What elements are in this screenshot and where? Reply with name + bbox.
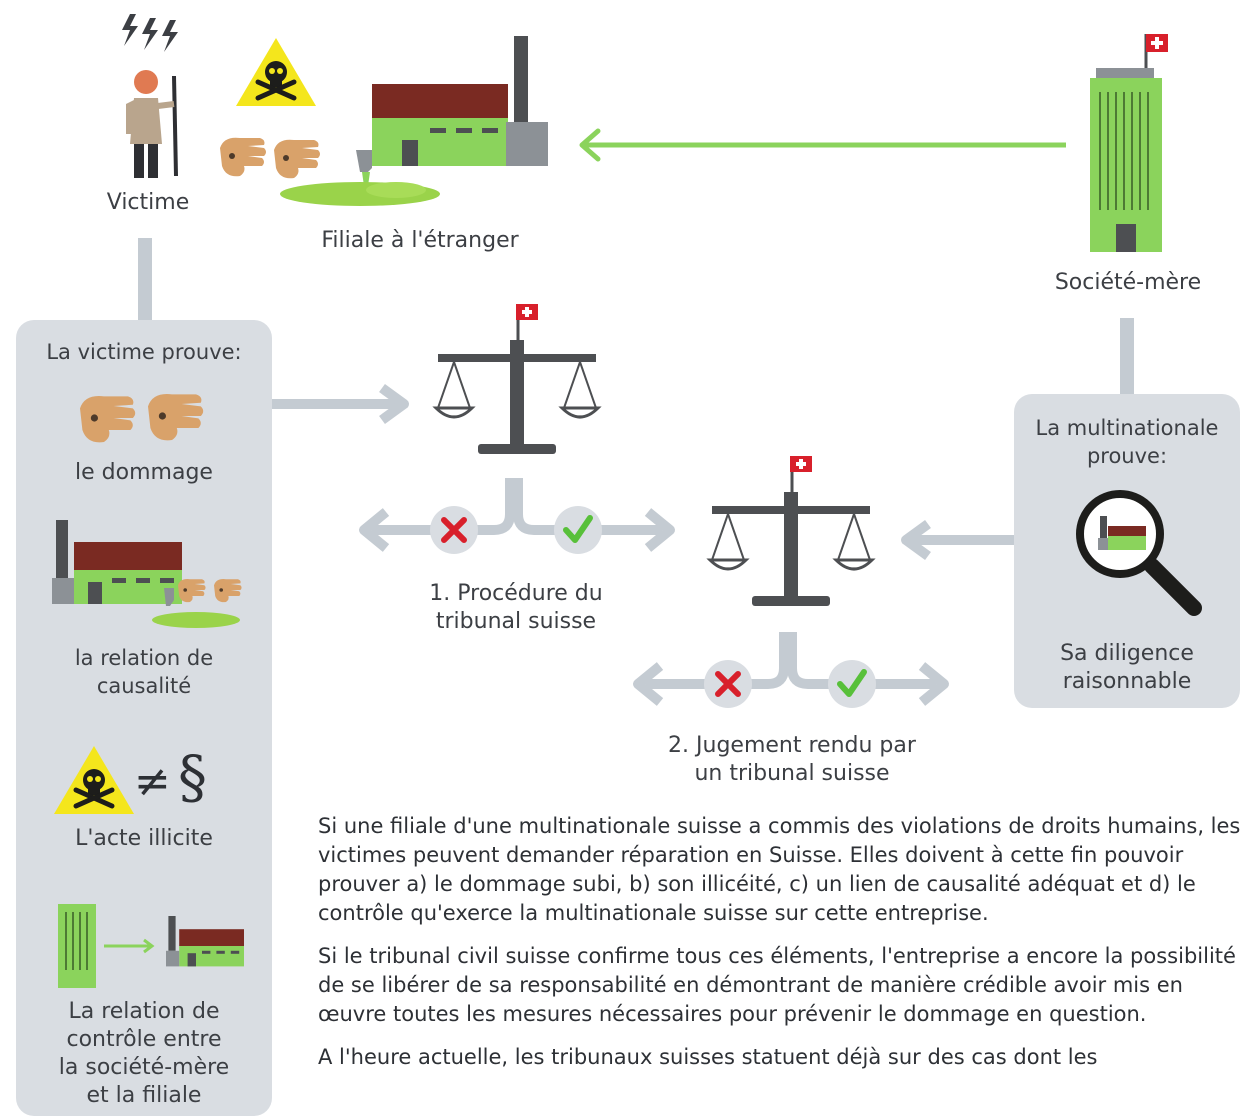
balance-scale-1-icon bbox=[434, 302, 600, 456]
decision-branch-2 bbox=[633, 632, 949, 708]
pollution-puddle bbox=[280, 150, 440, 206]
subsidiary-factory-icon bbox=[372, 36, 548, 166]
parent-building-icon bbox=[1090, 34, 1168, 252]
accept-1-circle bbox=[554, 506, 602, 554]
control-label-line1: La relation de bbox=[68, 999, 220, 1024]
multinational-title-line1: La multinationale bbox=[1035, 416, 1219, 440]
illicit-act-label: L'acte illicite bbox=[75, 826, 213, 851]
victim-label: Victime bbox=[106, 190, 190, 215]
diligence-line2: raisonnable bbox=[1062, 669, 1192, 694]
causality-label-line1: la relation de bbox=[74, 646, 214, 670]
step-2-label: 2. Jugement rendu par un tribunal suisse bbox=[650, 732, 934, 788]
arrow-victim-to-court bbox=[272, 383, 409, 425]
diligence-line1: Sa diligence bbox=[1060, 641, 1194, 666]
control-label-line2: contrôle entre bbox=[66, 1027, 222, 1052]
paragraph-3: A l'heure actuelle, les tribunaux suisse… bbox=[318, 1045, 1098, 1069]
arrow-multinational-to-court bbox=[901, 519, 1016, 561]
step-1-line2: tribunal suisse bbox=[435, 609, 597, 634]
connector-parent bbox=[1120, 318, 1134, 396]
balance-scale-2-icon bbox=[708, 454, 874, 608]
section-symbol: § bbox=[178, 743, 207, 811]
multinational-panel-title: La multinationale prouve: bbox=[1014, 414, 1240, 470]
subsidiary-label: Filiale à l'étranger bbox=[321, 228, 519, 253]
control-relation-label: La relation de contrôle entre la société… bbox=[16, 998, 272, 1110]
parent-label: Société-mère bbox=[1054, 270, 1202, 295]
not-equal-symbol: ≠ bbox=[134, 756, 171, 807]
control-relation-icon bbox=[58, 904, 244, 988]
damage-hands-icon bbox=[80, 394, 204, 443]
illicit-hazard-icon bbox=[54, 746, 134, 816]
hazard-icon bbox=[236, 38, 316, 108]
magnifier-icon bbox=[1076, 490, 1202, 616]
step-1-line1: 1. Procédure du bbox=[429, 581, 603, 606]
decision-branch-1 bbox=[359, 478, 675, 554]
multinational-title-line2: prouve: bbox=[1086, 444, 1168, 468]
causality-label-line2: causalité bbox=[96, 674, 192, 698]
step-2-line1: 2. Jugement rendu par bbox=[668, 733, 916, 758]
victim-panel-title: La victime prouve: bbox=[46, 340, 242, 364]
causality-factory-icon bbox=[52, 520, 242, 628]
paragraph-2: Si le tribunal civil suisse confirme tou… bbox=[318, 944, 1236, 1026]
control-label-line4: et la filiale bbox=[86, 1083, 202, 1108]
lightning-icon bbox=[122, 14, 178, 52]
explanation-text: Si une filiale d'une multinationale suis… bbox=[318, 812, 1248, 1086]
paragraph-1: Si une filiale d'une multinationale suis… bbox=[318, 814, 1241, 925]
step-1-label: 1. Procédure du tribunal suisse bbox=[396, 580, 636, 636]
causality-label: la relation de causalité bbox=[16, 644, 272, 700]
damage-label: le dommage bbox=[75, 460, 213, 485]
diligence-label: Sa diligence raisonnable bbox=[1014, 640, 1240, 696]
control-label-line3: la société-mère bbox=[58, 1055, 230, 1080]
connector-victim bbox=[138, 238, 152, 322]
arrow-parent-to-subsidiary bbox=[579, 128, 1066, 162]
victim-figure-icon bbox=[126, 70, 178, 178]
step-2-line2: un tribunal suisse bbox=[694, 761, 890, 786]
